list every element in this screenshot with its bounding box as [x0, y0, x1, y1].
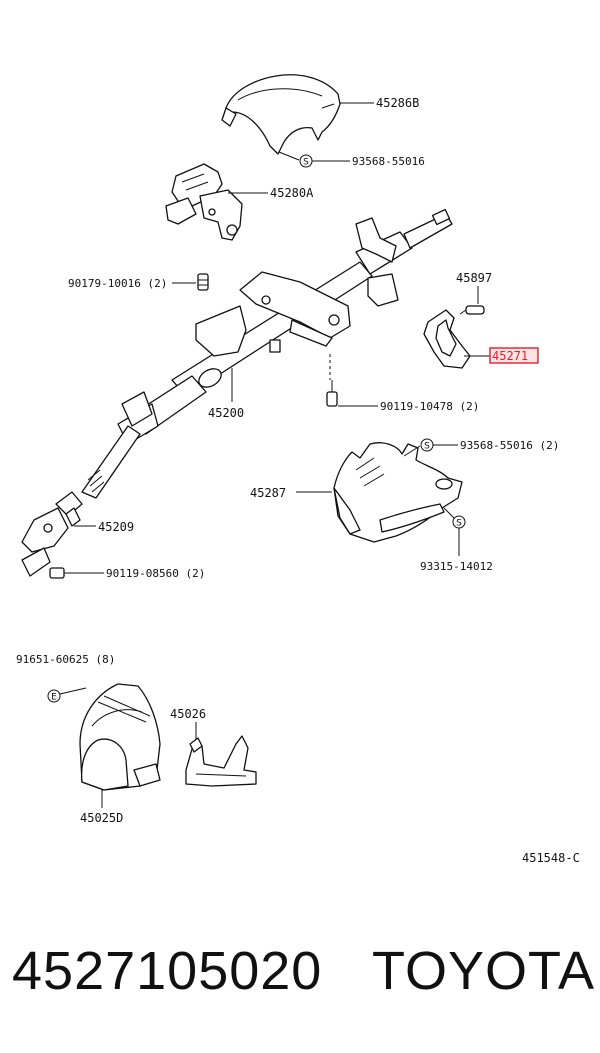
bolt-e-symbol [47, 689, 61, 703]
label-93568-55016-2: 93568-55016 (2) [460, 439, 559, 452]
label-45897: 45897 [456, 271, 492, 285]
label-45200: 45200 [208, 406, 244, 420]
label-45025D: 45025D [80, 811, 123, 825]
lower-column-cover-part [333, 442, 463, 543]
s-symbol-label: S [456, 519, 462, 529]
label-45287: 45287 [250, 486, 286, 500]
part-number: 4527105020 [12, 941, 323, 1001]
cover-bracket-part [185, 735, 257, 787]
bolt-part [326, 380, 338, 407]
highlight-box [490, 348, 538, 363]
intermediate-shaft-part [21, 491, 83, 577]
label-45209: 45209 [98, 520, 134, 534]
s-symbol-label: S [424, 442, 430, 452]
label-93568-55016: 93568-55016 [352, 155, 425, 168]
leader-line [443, 507, 455, 519]
steering-column-part [81, 208, 453, 499]
figure-code: 451548-C [522, 851, 580, 865]
label-45286B: 45286B [376, 96, 419, 110]
bracket-45271-part [423, 309, 471, 369]
s-symbol-label: S [303, 158, 309, 168]
e-symbol-label: E [51, 693, 57, 703]
leader-line [403, 445, 421, 457]
nut-part [197, 273, 209, 291]
leader-line [278, 151, 300, 161]
label-90119-08560: 90119-08560 (2) [106, 567, 205, 580]
pin-part [459, 305, 485, 315]
label-90119-10478: 90119-10478 (2) [380, 400, 479, 413]
steering-lock-part [165, 163, 243, 241]
label-45280A: 45280A [270, 186, 314, 200]
label-91651-60625: 91651-60625 (8) [16, 653, 115, 666]
label-45026: 45026 [170, 707, 206, 721]
bolt-small-part [49, 567, 72, 579]
upper-column-cover-part [221, 74, 341, 155]
footer: 4527105020 TOYOTA [0, 930, 600, 1020]
column-hole-cover-part [79, 683, 161, 791]
highlight-outline [489, 347, 539, 364]
label-45271: 45271 [492, 349, 528, 363]
brand-name: TOYOTA [372, 941, 596, 1001]
label-93315-14012: 93315-14012 [420, 560, 493, 573]
label-90179-10016: 90179-10016 (2) [68, 277, 167, 290]
leader-line [59, 687, 87, 695]
